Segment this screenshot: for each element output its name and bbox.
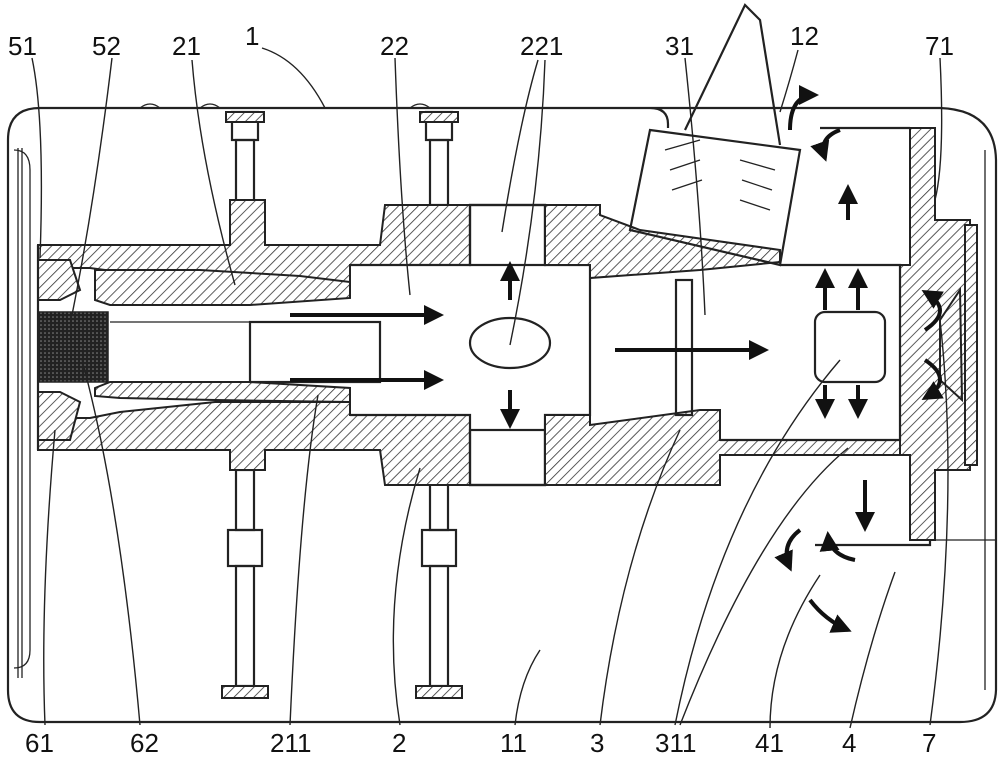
leader-lines: [31, 47, 949, 729]
label-2: 2: [392, 728, 406, 758]
label-41: 41: [755, 728, 784, 758]
label-31: 31: [665, 31, 694, 61]
label-3: 3: [590, 728, 604, 758]
label-52: 52: [92, 31, 121, 61]
label-1: 1: [245, 21, 259, 51]
nozzle-core: [94, 269, 382, 404]
label-61: 61: [25, 728, 54, 758]
label-71: 71: [925, 31, 954, 61]
label-22: 22: [380, 31, 409, 61]
label-12: 12: [790, 21, 819, 51]
valve-chamber: [720, 126, 996, 547]
label-7: 7: [922, 728, 936, 758]
label-221: 221: [520, 31, 563, 61]
label-4: 4: [842, 728, 856, 758]
outer-housing: [6, 103, 998, 724]
label-51: 51: [8, 31, 37, 61]
label-211: 211: [270, 728, 311, 758]
filter-assembly: [36, 245, 109, 450]
label-311: 311: [655, 728, 696, 758]
reference-labels: 51 52 21 1 22 221 31 12 71 61 62 211 2 1…: [8, 21, 954, 758]
diffuser-block: [544, 204, 901, 486]
label-21: 21: [172, 31, 201, 61]
label-11: 11: [500, 728, 527, 758]
label-62: 62: [130, 728, 159, 758]
connector: [628, 3, 802, 267]
flow-arrows: [290, 85, 944, 633]
